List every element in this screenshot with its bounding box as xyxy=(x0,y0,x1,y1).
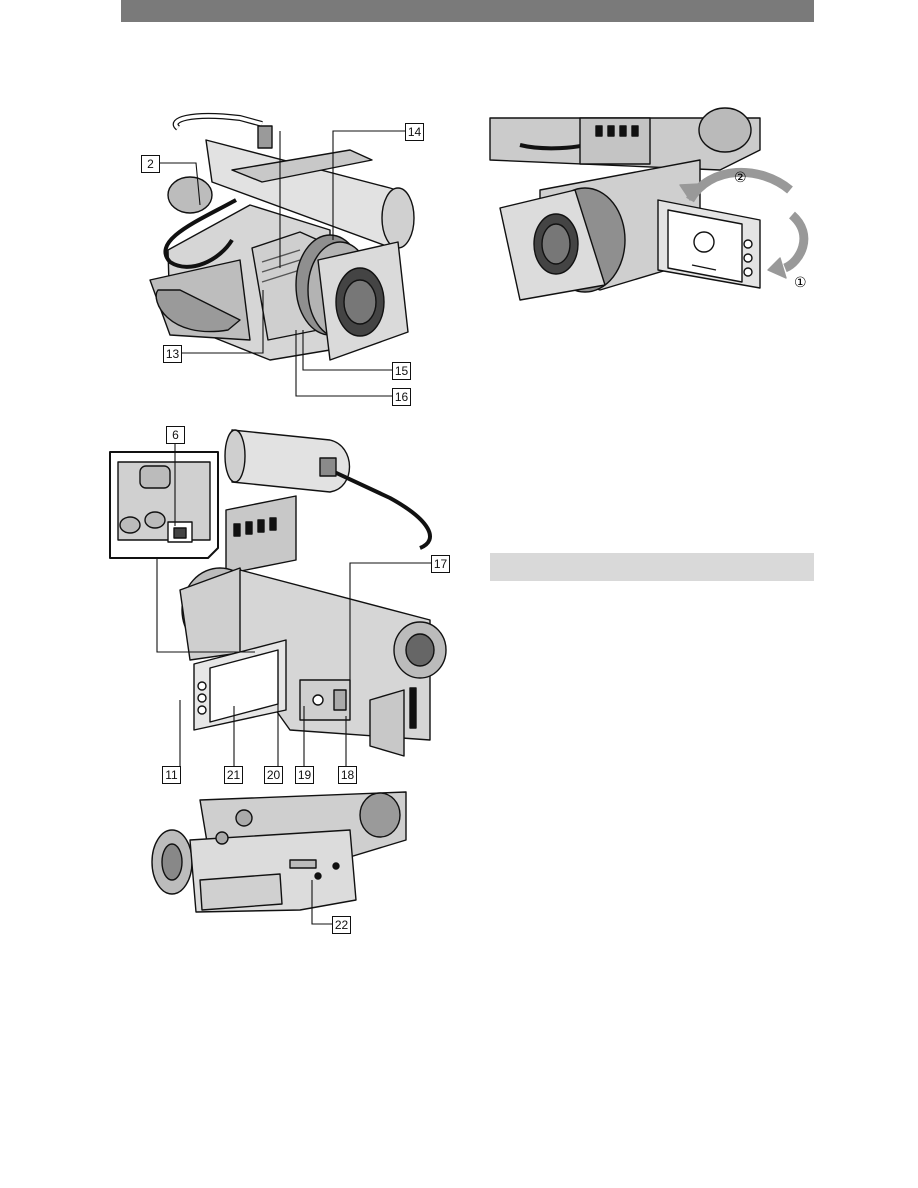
callout-6: 6 xyxy=(166,426,185,444)
callout-11: 11 xyxy=(162,766,181,784)
callout-21: 21 xyxy=(224,766,243,784)
callout-15: 15 xyxy=(392,362,411,380)
callout-22: 22 xyxy=(332,916,351,934)
callout-18: 18 xyxy=(338,766,357,784)
callout-16: 16 xyxy=(392,388,411,406)
callout-17: 17 xyxy=(431,555,450,573)
callout-20: 20 xyxy=(264,766,283,784)
callout-14: 14 xyxy=(405,123,424,141)
callout-19: 19 xyxy=(295,766,314,784)
callout-2: 2 xyxy=(141,155,160,173)
callout-13: 13 xyxy=(163,345,182,363)
